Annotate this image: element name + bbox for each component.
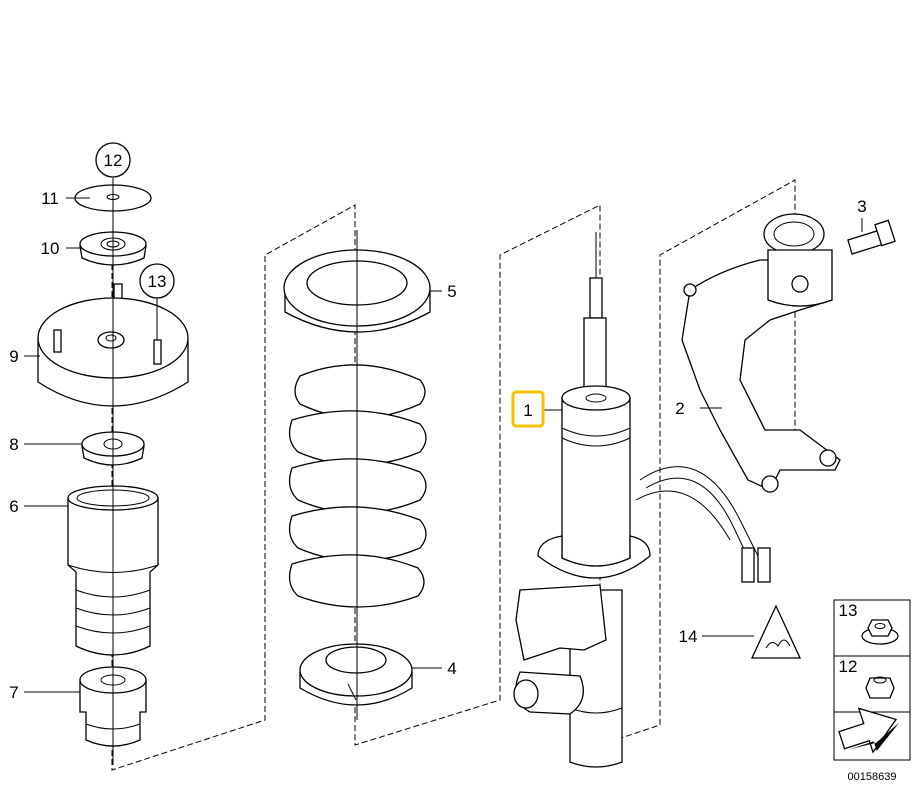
callout-5: 5 — [447, 282, 456, 301]
assembly-frames — [111, 179, 796, 771]
callout-9: 9 — [9, 347, 18, 366]
legend-label-13: 13 — [839, 601, 858, 620]
diagram-reference-number: 00158639 — [848, 771, 897, 783]
part-1-shock-absorber — [513, 232, 771, 768]
legend-nut-13-icon — [861, 619, 899, 645]
callout-12: 12 — [104, 151, 123, 170]
callout-11: 11 — [41, 189, 59, 208]
callout-8: 8 — [9, 435, 18, 454]
callout-13: 13 — [148, 272, 167, 291]
callout-2: 2 — [675, 399, 684, 418]
callout-6: 6 — [9, 497, 18, 516]
part-3-bolt — [847, 219, 896, 255]
callout-3: 3 — [857, 197, 866, 216]
arrow-icon — [838, 707, 900, 754]
coil-spring — [288, 364, 427, 608]
callout-14: 14 — [679, 627, 698, 646]
callout-10: 10 — [41, 239, 60, 258]
callout-7: 7 — [9, 683, 18, 702]
leader-lines — [24, 178, 863, 693]
part-14-warning-label — [750, 604, 802, 659]
callout-4: 4 — [447, 659, 456, 678]
legend-box — [833, 599, 911, 761]
part-2-swivel-bearing — [681, 213, 841, 493]
callout-1: 1 — [523, 401, 532, 420]
part-4-lower-spring-seat — [299, 643, 413, 706]
callout-12-circle — [95, 142, 131, 178]
legend-label-12: 12 — [839, 657, 858, 676]
legend-nut-12-icon — [865, 676, 895, 699]
callout-13-circle — [139, 263, 175, 299]
callout-1-highlight — [511, 390, 545, 428]
